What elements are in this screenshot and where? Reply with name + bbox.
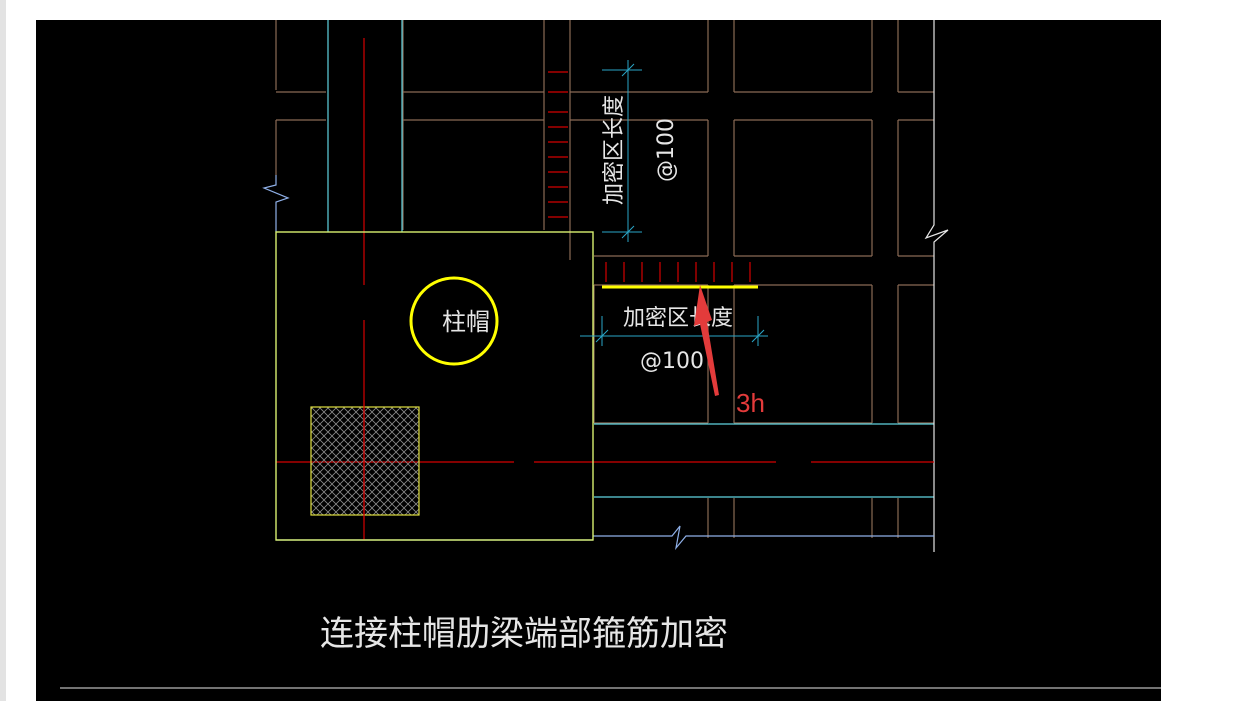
column-cap-highlight-circle [409,276,499,366]
vertical-dimension [602,60,642,242]
annotation-arrow [694,285,719,396]
cad-drawing-canvas[interactable]: 加密区长度 @100 加密区长度 @100 柱帽 3h 连接柱帽肋梁端部箍筋加密 [36,20,1161,701]
vertical-dim-label: 加密区长度 [602,95,627,205]
annotation-3h: 3h [736,388,765,418]
column-cap-outline [275,231,594,541]
column-hatch [310,406,420,516]
right-boundary-line [924,20,949,552]
vertical-dim-spacing-group: @100 [654,118,679,182]
horizontal-dim-spacing: @100 [640,349,704,374]
vertical-dim-spacing: @100 [654,118,679,182]
horizontal-stirrup-ticks [605,262,751,282]
vertical-dim-label-group: 加密区长度 [602,95,627,205]
drawing-caption: 连接柱帽肋梁端部箍筋加密 [320,614,728,654]
left-boundary-line [262,175,290,232]
cad-drawing: 加密区长度 @100 加密区长度 @100 柱帽 3h 连接柱帽肋梁端部箍筋加密 [60,20,1161,689]
bottom-boundary-line [276,525,934,551]
vertical-stirrup-ticks [548,71,568,218]
horizontal-dim-label: 加密区长度 [623,306,733,331]
left-gutter [0,0,6,701]
column-cap-label: 柱帽 [442,308,490,336]
cyan-beam-lines [327,20,934,498]
horizontal-dimension [580,316,768,346]
